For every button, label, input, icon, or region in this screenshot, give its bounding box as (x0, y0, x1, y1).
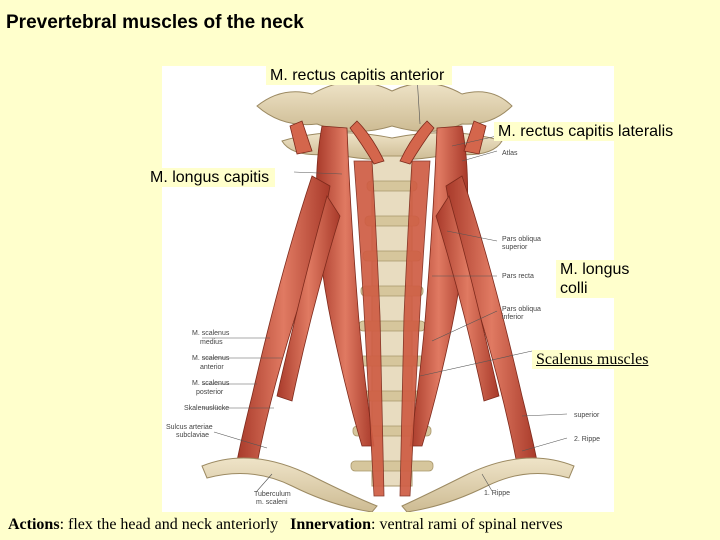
longus-colli-muscles (353, 160, 431, 497)
longus-colli-label-line1: M. longus (560, 261, 630, 278)
pars-obliqua-superior-label-2: superior (502, 244, 528, 251)
scalenus-medius-label-2: medius (200, 339, 223, 346)
tuberculum-label-1: Tuberculum (254, 491, 291, 498)
pars-obliqua-inferior-label-2: inferior (502, 314, 524, 321)
rectus-capitis-lateralis-label: M. rectus capitis lateralis (494, 122, 680, 141)
tuberculum-label-2: m. scaleni (256, 499, 288, 506)
page-title: Prevertebral muscles of the neck (6, 12, 304, 33)
scalenus-medius-label-1: M. scalenus (192, 330, 230, 337)
rectus-capitis-anterior (349, 120, 435, 165)
scalenus-posterior-label-1: M. scalenus (192, 380, 230, 387)
superior-label: superior (574, 412, 600, 419)
skalenusluecke-label: Skalenuslücke (184, 405, 230, 412)
longus-colli-label-line2: colli (560, 280, 588, 297)
first-ribs (201, 457, 575, 512)
rib2-label: 2. Rippe (574, 436, 601, 443)
rectus-capitis-lateralis (289, 120, 487, 155)
longus-colli-label: M. longus colli (556, 260, 638, 298)
scalenus-muscles-label: Scalenus muscles (532, 350, 659, 369)
scalenus-anterior-label-1: M. scalenus (192, 355, 230, 362)
prevertebral-muscles-drawing (201, 75, 575, 512)
pars-obliqua-superior-label-1: Pars obliqua (502, 236, 541, 243)
pars-recta-label: Pars recta (502, 273, 534, 280)
atlas-label: Atlas (502, 150, 518, 157)
actions-label: Actions (8, 516, 60, 533)
actions-text: : flex the head and neck anteriorly (59, 516, 279, 533)
pars-obliqua-inferior-label-1: Pars obliqua (502, 306, 541, 313)
scalenus-anterior-label-2: anterior (200, 364, 224, 371)
scalenus-posterior-label-2: posterior (196, 389, 224, 396)
sulcus-label-1: Sulcus arteriae (166, 424, 213, 431)
sulcus-label-2: subclaviae (176, 432, 210, 439)
rib1-label: 1. Rippe (484, 490, 511, 497)
footer-text: Actions: flex the head and neck anterior… (8, 516, 563, 534)
longus-capitis-label: M. longus capitis (146, 168, 276, 187)
innervation-text: : ventral rami of spinal nerves (371, 516, 563, 533)
innervation-label: Innervation (290, 516, 372, 533)
rectus-capitis-anterior-label: M. rectus capitis anterior (266, 66, 453, 85)
scalene-muscles (236, 175, 538, 465)
